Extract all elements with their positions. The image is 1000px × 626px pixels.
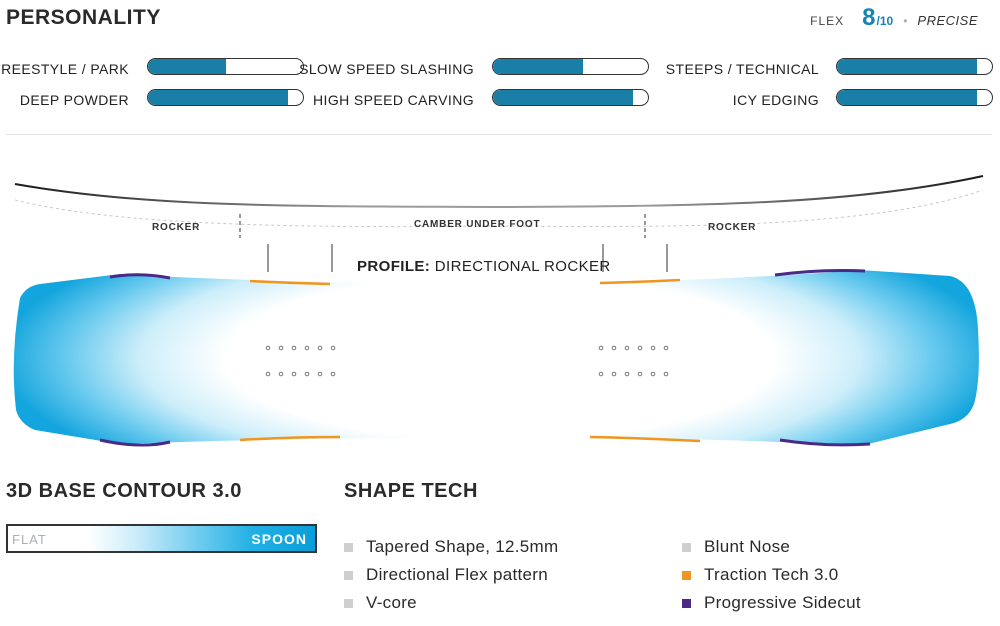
meter-fill — [493, 59, 583, 74]
insert-hole — [278, 345, 284, 351]
tech-item-tapered: Tapered Shape, 12.5mm — [344, 537, 558, 557]
insert-hole — [598, 371, 604, 377]
flex-value: 8 — [862, 4, 876, 31]
meter-fill — [148, 59, 226, 74]
traction-tech — [599, 278, 681, 285]
meter-fill — [148, 90, 288, 105]
insert-hole — [650, 371, 656, 377]
tech-label: V-core — [366, 593, 417, 612]
flex-separator: • — [903, 14, 908, 28]
contour-flat-label: FLAT — [12, 532, 47, 547]
meter-fill — [493, 90, 633, 105]
tech-item-vcore: V-core — [344, 593, 417, 613]
tech-bullet — [682, 570, 691, 580]
tech-label: Blunt Nose — [704, 537, 791, 556]
insert-hole — [291, 345, 297, 351]
traction-tech — [249, 279, 331, 286]
tech-item-traction-tech: Traction Tech 3.0 — [682, 565, 839, 585]
meter-deep-powder — [147, 89, 304, 106]
insert-hole — [650, 345, 656, 351]
meter-icy-edging — [836, 89, 993, 106]
zone-label-rocker-nose: ROCKER — [152, 222, 201, 233]
base-contour-title: 3D BASE CONTOUR 3.0 — [6, 480, 242, 502]
insert-hole — [317, 371, 323, 377]
meter-fill — [837, 59, 977, 74]
meter-steeps — [836, 58, 993, 75]
progressive-sidecut — [109, 273, 171, 280]
insert-hole — [624, 345, 630, 351]
meter-label-freestyle: FREESTYLE / PARK — [0, 61, 129, 77]
insert-hole — [265, 371, 271, 377]
insert-hole — [265, 345, 271, 351]
binding-inserts — [265, 345, 669, 377]
tech-bullet — [344, 570, 353, 580]
tech-item-progressive-sidecut: Progressive Sidecut — [682, 593, 861, 613]
tech-label: Progressive Sidecut — [704, 593, 861, 612]
tech-bullet — [682, 542, 691, 552]
traction-tech — [589, 435, 701, 443]
meter-freestyle — [147, 58, 304, 75]
traction-tech — [239, 435, 341, 442]
meter-label-high-speed: HIGH SPEED CARVING — [313, 92, 474, 108]
meter-label-steeps: STEEPS / TECHNICAL — [665, 61, 819, 77]
profile-line — [14, 175, 984, 209]
flex-max: /10 — [876, 14, 894, 28]
flat-reference-line — [14, 189, 984, 228]
insert-hole — [624, 371, 630, 377]
shape-tech-title: SHAPE TECH — [344, 480, 478, 502]
profile-caption-key: PROFILE: — [357, 258, 431, 275]
progressive-sidecut — [779, 438, 871, 447]
progressive-sidecut — [99, 438, 171, 447]
insert-hole — [637, 345, 643, 351]
insert-hole — [663, 371, 669, 377]
board-base — [13, 270, 979, 446]
insert-hole — [278, 371, 284, 377]
meter-high-speed — [492, 89, 649, 106]
profile-caption: PROFILE: DIRECTIONAL ROCKER — [357, 258, 611, 275]
flex-descriptor: PRECISE — [917, 13, 978, 28]
tech-label: Tapered Shape, 12.5mm — [366, 537, 559, 556]
base-contour-scale: FLAT SPOON — [6, 524, 317, 553]
insert-hole — [304, 345, 310, 351]
personality-title: PERSONALITY — [6, 6, 161, 29]
board-diagram — [13, 175, 984, 447]
insert-hole — [317, 345, 323, 351]
meter-fill — [837, 90, 977, 105]
progressive-sidecut — [774, 269, 866, 277]
tech-bullet — [344, 542, 353, 552]
insert-hole — [304, 371, 310, 377]
flex-rating: FLEX 8 /10 • PRECISE — [810, 4, 978, 32]
flex-label: FLEX — [810, 14, 845, 28]
insert-hole — [663, 345, 669, 351]
insert-hole — [598, 345, 604, 351]
insert-hole — [330, 345, 336, 351]
meter-label-slow-speed: SLOW SPEED SLASHING — [299, 61, 474, 77]
section-divider — [6, 134, 992, 135]
insert-hole — [291, 371, 297, 377]
meter-label-icy-edging: ICY EDGING — [732, 92, 819, 108]
insert-hole — [611, 345, 617, 351]
zone-label-rocker-tail: ROCKER — [708, 222, 757, 233]
meter-slow-speed — [492, 58, 649, 75]
profile-caption-value: DIRECTIONAL ROCKER — [434, 258, 611, 275]
insert-hole — [637, 371, 643, 377]
contour-spoon-label: SPOON — [251, 531, 307, 547]
insert-hole — [611, 371, 617, 377]
tech-label: Traction Tech 3.0 — [704, 565, 839, 584]
zone-label-camber: CAMBER UNDER FOOT — [414, 219, 541, 230]
insert-hole — [330, 371, 336, 377]
tech-item-blunt-nose: Blunt Nose — [682, 537, 790, 557]
tech-label: Directional Flex pattern — [366, 565, 548, 584]
tech-bullet — [344, 598, 353, 608]
meter-label-deep-powder: DEEP POWDER — [19, 92, 129, 108]
tech-item-directional-flex: Directional Flex pattern — [344, 565, 548, 585]
tech-bullet — [682, 598, 691, 608]
